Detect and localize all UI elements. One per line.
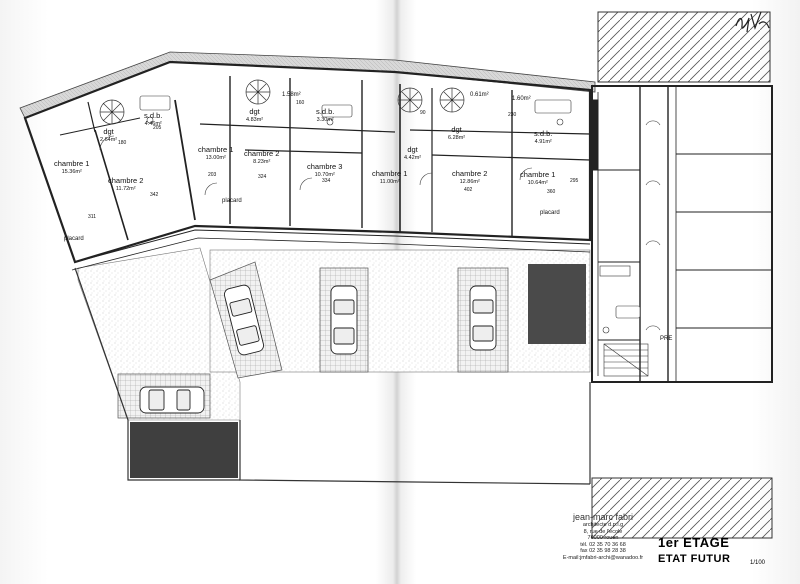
cupboard-label: placard [540, 210, 560, 216]
area-label: 0.61m² [470, 92, 489, 98]
dimension-label: 230 [508, 112, 517, 118]
dimension-label: 90 [420, 110, 426, 116]
room-label: s.d.b.3.30m² [316, 107, 335, 124]
cupboard-label: placard [222, 198, 242, 204]
hatched-area-top [597, 11, 771, 83]
dimension-label: 311 [88, 214, 96, 220]
roof-band [19, 51, 596, 119]
right-building [591, 85, 773, 383]
drawing-subtitle: ETAT FUTUR [658, 553, 731, 565]
door-swings [99, 135, 533, 196]
architect-address: 8, rue de l'école [583, 528, 623, 535]
dark-area-bottom [130, 422, 238, 478]
dimension-label: 402 [464, 187, 473, 193]
dimension-label: 203 [208, 172, 217, 178]
dimension-label: 205 [153, 125, 162, 131]
room-label: s.d.b.4.91m² [534, 129, 553, 146]
pre-mark: PRE [660, 336, 673, 342]
signature [735, 11, 770, 33]
car-icons [139, 284, 497, 414]
dimension-label: 180 [118, 140, 127, 146]
drawing-scale: 1/100 [750, 560, 766, 566]
architect-email: E-mail:jmfabri-archi@wanadoo.fr [562, 554, 644, 561]
hatched-area-bottom [591, 477, 773, 539]
boundary-walls [74, 267, 591, 485]
bathroom-fixtures [139, 95, 572, 126]
drawing-title: 1er ETAGE [658, 535, 730, 550]
dimension-label: 334 [322, 178, 331, 184]
dimension-label: 360 [547, 189, 556, 195]
cupboard-label: placard [64, 236, 84, 242]
area-label: 1.60m² [512, 96, 531, 102]
architect-city: 76000 rouen [587, 535, 619, 541]
right-building-fixtures [599, 120, 661, 334]
architect-name: jean-marc fabri [572, 512, 634, 522]
dimension-label: 342 [150, 192, 159, 198]
spiral-stairs [99, 79, 465, 125]
right-stair [603, 343, 649, 377]
building-walls [23, 60, 592, 271]
architect-fax: fax 02 35 98 28 38 [580, 548, 626, 554]
dimension-label: 324 [258, 174, 267, 180]
dimension-label: 295 [570, 178, 579, 184]
dimension-label: 160 [296, 100, 305, 106]
architect-stamp: jean-marc fabri architecte d.p.l.g 8, ru… [548, 512, 658, 561]
room-label: s.d.b.4.46m² [144, 111, 163, 128]
architect-tel: tél. 02 35 70 36 68 [580, 541, 626, 548]
architect-title: architecte d.p.l.g [582, 522, 624, 528]
dark-area-right [528, 264, 586, 344]
area-label: 1.58m² [282, 92, 301, 98]
